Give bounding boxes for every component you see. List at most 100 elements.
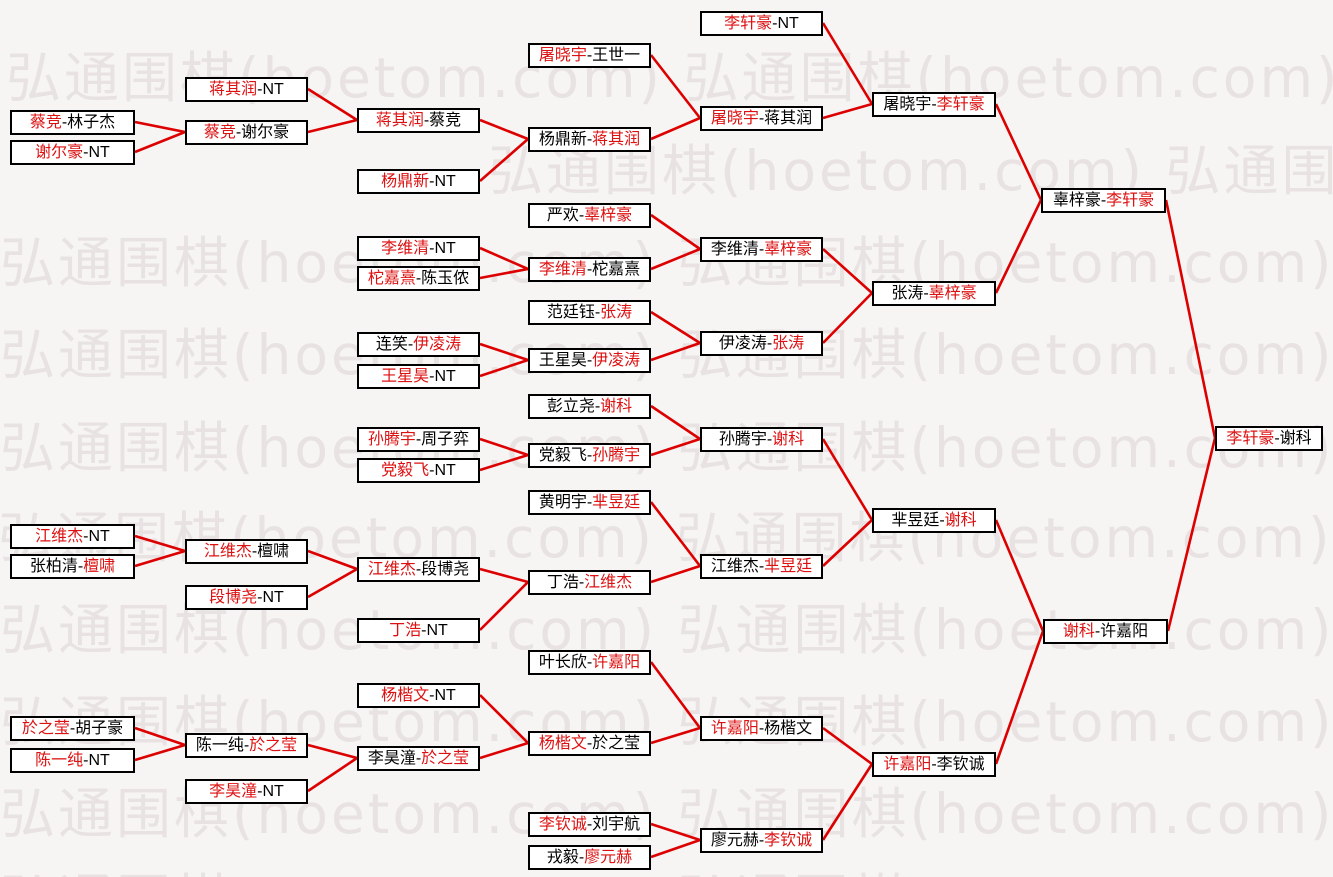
match-box[interactable]: 许嘉阳-杨楷文: [700, 716, 823, 741]
bracket-line: [650, 822, 701, 842]
match-box[interactable]: 蔡竞-林子杰: [10, 110, 135, 135]
bracket-line: [307, 567, 358, 599]
separator: -: [586, 131, 593, 148]
match-box[interactable]: 段博尧-NT: [185, 585, 308, 610]
match-box[interactable]: 李维清-NT: [357, 236, 480, 261]
separator: -: [758, 110, 765, 127]
match-box[interactable]: 廖元赫-李钦诚: [700, 828, 823, 853]
player-name-winner: 辜梓豪: [764, 241, 813, 258]
player-name-winner: 柁嘉熹: [367, 270, 416, 287]
match-box[interactable]: 孙腾宇-周子弈: [357, 427, 480, 452]
match-box[interactable]: 许嘉阳-李钦诚: [872, 752, 996, 777]
player-name: 伊凌涛: [718, 335, 767, 352]
player-name-winner: 芈昱廷: [592, 494, 641, 511]
match-box[interactable]: 陈一纯-於之莹: [185, 733, 308, 758]
bracket-line: [479, 567, 529, 584]
match-box[interactable]: 谢尔豪-NT: [10, 140, 135, 165]
separator: -: [586, 654, 593, 671]
player-name-winner: 屠晓宇: [710, 110, 759, 127]
match-box[interactable]: 李钦诚-刘宇航: [528, 812, 651, 837]
match-box[interactable]: 李轩豪-谢科: [1215, 426, 1323, 451]
match-box[interactable]: 杨鼎新-NT: [357, 169, 480, 194]
separator: -: [429, 462, 435, 479]
bracket-line: [994, 630, 1045, 765]
separator: -: [586, 494, 593, 511]
bracket-line: [822, 519, 873, 567]
player-name: 戎毅: [546, 849, 579, 866]
player-name-winner: 李钦诚: [538, 816, 587, 833]
match-box[interactable]: 杨楷文-NT: [357, 683, 480, 708]
player-name-winner: 蔡竞: [203, 124, 236, 141]
match-box[interactable]: 蒋其润-NT: [185, 77, 308, 102]
separator: -: [586, 352, 593, 369]
match-box[interactable]: 彭立尧-谢科: [528, 394, 651, 419]
match-box[interactable]: 李昊潼-於之莹: [357, 746, 480, 771]
player-name-winner: 党毅飞: [381, 462, 430, 479]
match-box[interactable]: 党毅飞-孙腾宇: [528, 443, 651, 468]
separator: -: [578, 207, 585, 224]
match-box[interactable]: 江维杰-芈昱廷: [700, 554, 823, 579]
match-box[interactable]: 芈昱廷-谢科: [872, 508, 996, 533]
match-box[interactable]: 张涛-辜梓豪: [872, 281, 996, 306]
player-name-winner: 芈昱廷: [764, 558, 813, 575]
match-box[interactable]: 李维清-柁嘉熹: [528, 257, 651, 282]
match-box[interactable]: 蔡竞-谢尔豪: [185, 120, 308, 145]
separator: -: [77, 558, 84, 575]
match-box[interactable]: 伊凌涛-张涛: [700, 331, 823, 356]
match-box[interactable]: 杨楷文-於之莹: [528, 731, 651, 756]
separator: -: [407, 336, 414, 353]
match-box[interactable]: 江维杰-檀啸: [185, 539, 308, 564]
bracket-line: [650, 247, 701, 271]
match-box[interactable]: 李维清-辜梓豪: [700, 237, 823, 262]
player-name: 段博尧: [421, 561, 470, 578]
match-box[interactable]: 辜梓豪-李轩豪: [1041, 188, 1166, 213]
separator: -: [257, 783, 263, 800]
bracket-line: [479, 581, 529, 631]
match-box[interactable]: 屠晓宇-王世一: [528, 43, 651, 68]
match-box[interactable]: 连笑-伊凌涛: [357, 332, 480, 357]
match-box[interactable]: 陈一纯-NT: [10, 748, 135, 773]
separator: -: [1274, 430, 1280, 447]
player-name: 柁嘉熹: [592, 261, 641, 278]
match-box[interactable]: 於之莹-胡子豪: [10, 716, 135, 741]
match-box[interactable]: 屠晓宇-蒋其润: [700, 106, 823, 131]
separator: -: [586, 816, 593, 833]
match-box[interactable]: 丁浩-NT: [357, 618, 480, 643]
match-box[interactable]: 王星昊-NT: [357, 364, 480, 389]
match-box[interactable]: 柁嘉熹-陈玉侬: [357, 266, 480, 291]
player-name-winner: 孙腾宇: [367, 431, 416, 448]
match-box[interactable]: 孙腾宇-谢科: [700, 427, 823, 452]
player-name: 王世一: [592, 47, 641, 64]
match-box[interactable]: 戎毅-廖元赫: [528, 845, 651, 870]
match-box[interactable]: 蒋其润-蔡竞: [357, 108, 480, 133]
match-box[interactable]: 李昊潼-NT: [185, 779, 308, 804]
bracket-line: [479, 694, 529, 744]
match-box[interactable]: 叶长欣-许嘉阳: [528, 650, 651, 675]
player-name-winner: 於之莹: [249, 737, 298, 754]
match-box[interactable]: 屠晓宇-李轩豪: [872, 92, 996, 117]
player-name: 孙腾宇: [718, 431, 767, 448]
separator: -: [939, 512, 945, 529]
separator: -: [235, 124, 242, 141]
match-box[interactable]: 严欢-辜梓豪: [528, 203, 651, 228]
match-box[interactable]: 杨鼎新-蒋其润: [528, 127, 651, 152]
match-box[interactable]: 张柏清-檀啸: [10, 554, 135, 579]
bracket-line: [822, 248, 873, 294]
player-name: 檀啸: [257, 543, 290, 560]
match-box[interactable]: 黄明宇-芈昱廷: [528, 490, 651, 515]
match-box[interactable]: 谢科-许嘉阳: [1043, 619, 1168, 644]
separator: -: [586, 47, 593, 64]
player-name: 张柏清: [29, 558, 78, 575]
match-box[interactable]: 李轩豪-NT: [700, 11, 823, 36]
separator: -: [586, 261, 593, 278]
bracket-line: [649, 501, 702, 567]
separator: -: [1100, 192, 1107, 209]
match-box[interactable]: 江维杰-段博尧: [357, 557, 480, 582]
match-box[interactable]: 王星昊-伊凌涛: [528, 348, 651, 373]
match-box[interactable]: 江维杰-NT: [10, 524, 135, 549]
match-box[interactable]: 范廷钰-张涛: [528, 300, 651, 325]
match-box[interactable]: 党毅飞-NT: [357, 458, 480, 483]
match-box[interactable]: 丁浩-江维杰: [528, 570, 651, 595]
separator: -: [421, 622, 427, 639]
player-name: 连笑: [375, 336, 408, 353]
